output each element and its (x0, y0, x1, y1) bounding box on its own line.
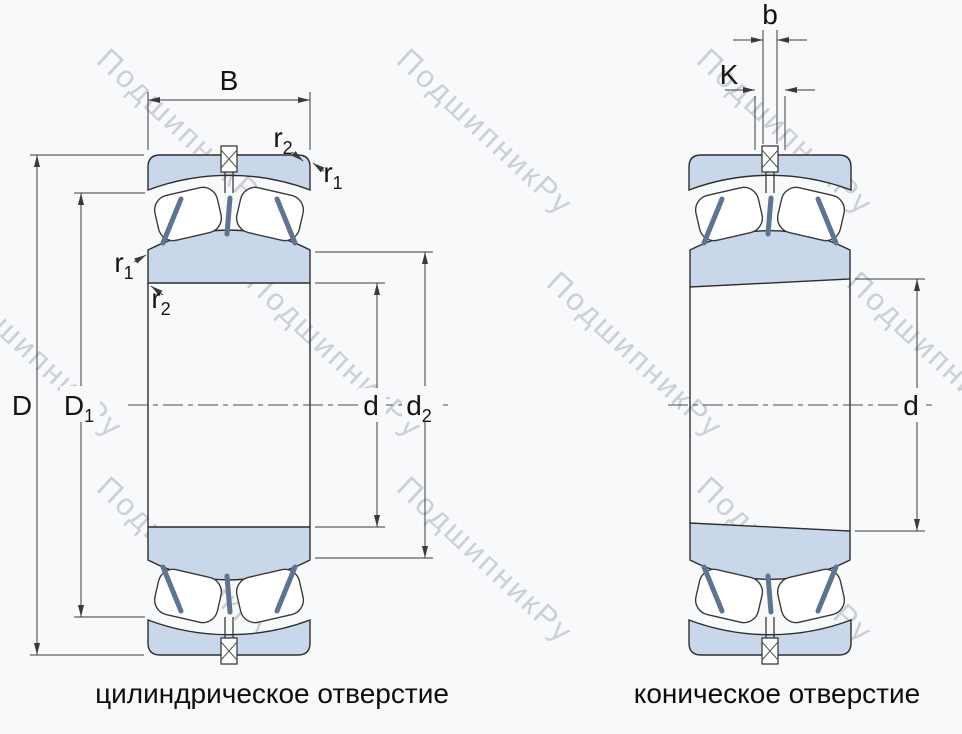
caption-cylindrical-bore: цилиндрическое отверстие (95, 678, 449, 709)
dim-label-K: K (720, 59, 739, 90)
dim-label-r2: r2 (273, 122, 292, 158)
bearing-tapered-bore (668, 146, 932, 664)
dim-d-taper: d (855, 278, 926, 532)
dim-r2-left: r2 (150, 283, 171, 319)
dim-label-r1: r1 (114, 247, 133, 283)
dim-B: B (147, 65, 311, 150)
watermark-text: ПодшипникРу (390, 470, 580, 651)
dim-D1: D1 (60, 192, 145, 618)
watermark-text: ПодшипникРу (240, 265, 430, 446)
dim-d: d (315, 282, 386, 528)
watermark-text: ПодшипникРу (540, 265, 730, 446)
dim-label-D1: D1 (64, 390, 94, 426)
dim-label-B: B (220, 65, 239, 96)
dim-r2-top: r2 (273, 122, 304, 162)
dim-label-d: d (363, 390, 379, 421)
dim-r1-right: r1 (312, 157, 343, 193)
dim-label-b: b (762, 0, 778, 30)
dim-label-r2: r2 (151, 283, 170, 319)
dim-label-r1: r1 (323, 157, 342, 193)
watermark-text: ПодшипникРу (390, 42, 580, 223)
section-bottom (689, 566, 851, 664)
dim-r1-left: r1 (114, 247, 147, 283)
caption-tapered-bore: коническое отверстие (634, 678, 920, 709)
dim-b: b (733, 0, 807, 144)
dim-K: K (720, 59, 815, 150)
dim-d2: d2 (315, 251, 442, 559)
dim-label-d-taper: d (903, 390, 919, 421)
dim-label-d2: d2 (406, 390, 432, 426)
dim-D: D (12, 154, 144, 656)
bearing-cylindrical-bore (128, 146, 448, 664)
section-top (689, 146, 851, 244)
dim-label-D: D (12, 390, 32, 421)
